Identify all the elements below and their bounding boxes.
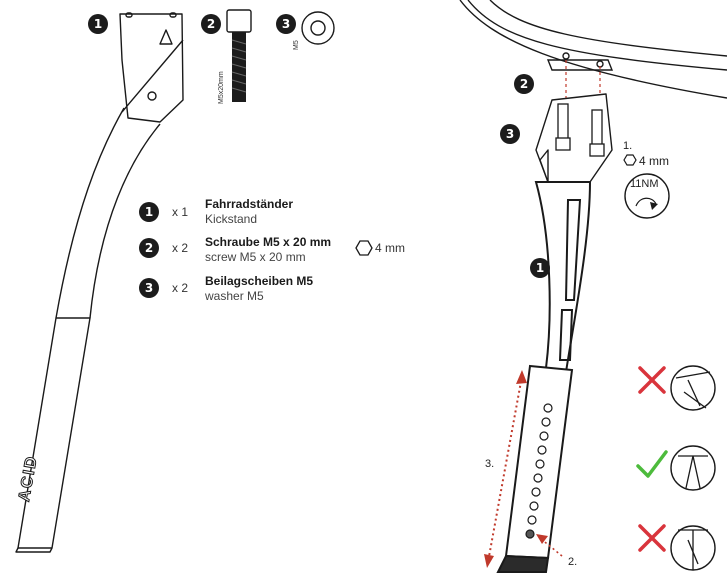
part-badge-3: 3: [276, 14, 296, 34]
part-subtitle: washer M5: [205, 289, 264, 303]
assembly-badge-1: 1: [530, 258, 550, 278]
step-2-label: 2.: [568, 556, 578, 568]
part-name: Beilagscheiben M5: [205, 274, 314, 288]
list-badge-1: 1: [139, 202, 159, 222]
check-icon: [636, 450, 668, 478]
assembly-badge-2: 2: [514, 74, 534, 94]
quantity-label: x 2: [172, 241, 189, 255]
part-name: Schraube M5 x 20 mm: [205, 235, 332, 249]
cross-icon: [638, 524, 666, 552]
part-name: Fahrradständer: [205, 197, 294, 211]
quantity-label: x 1: [172, 205, 189, 219]
part-badge-2: 2: [201, 14, 221, 34]
part-badge-1: 1: [88, 14, 108, 34]
tool-size-label: 4 mm: [375, 241, 405, 255]
step-1-label: 1.: [623, 140, 633, 152]
torque-wrench-icon: [624, 173, 670, 219]
part-subtitle: Kickstand: [205, 212, 258, 226]
list-badge-2: 2: [139, 238, 159, 258]
wrong-position-bottom: [638, 524, 716, 571]
wrong-position-top: [638, 365, 716, 411]
hex-key-icon: [355, 240, 373, 256]
quantity-label: x 2: [172, 281, 189, 295]
correct-position: [636, 445, 716, 491]
hex-key-icon: [623, 154, 637, 166]
step-1-tool-label: 4 mm: [639, 154, 669, 168]
part-subtitle: screw M5 x 20 mm: [205, 250, 306, 264]
torque-label: 11NM: [630, 178, 659, 190]
list-badge-3: 3: [139, 278, 159, 298]
step-3-label: 3.: [485, 458, 495, 470]
upright-stand-icon: [670, 445, 716, 491]
assembly-badge-3: 3: [500, 124, 520, 144]
cross-icon: [638, 366, 666, 394]
